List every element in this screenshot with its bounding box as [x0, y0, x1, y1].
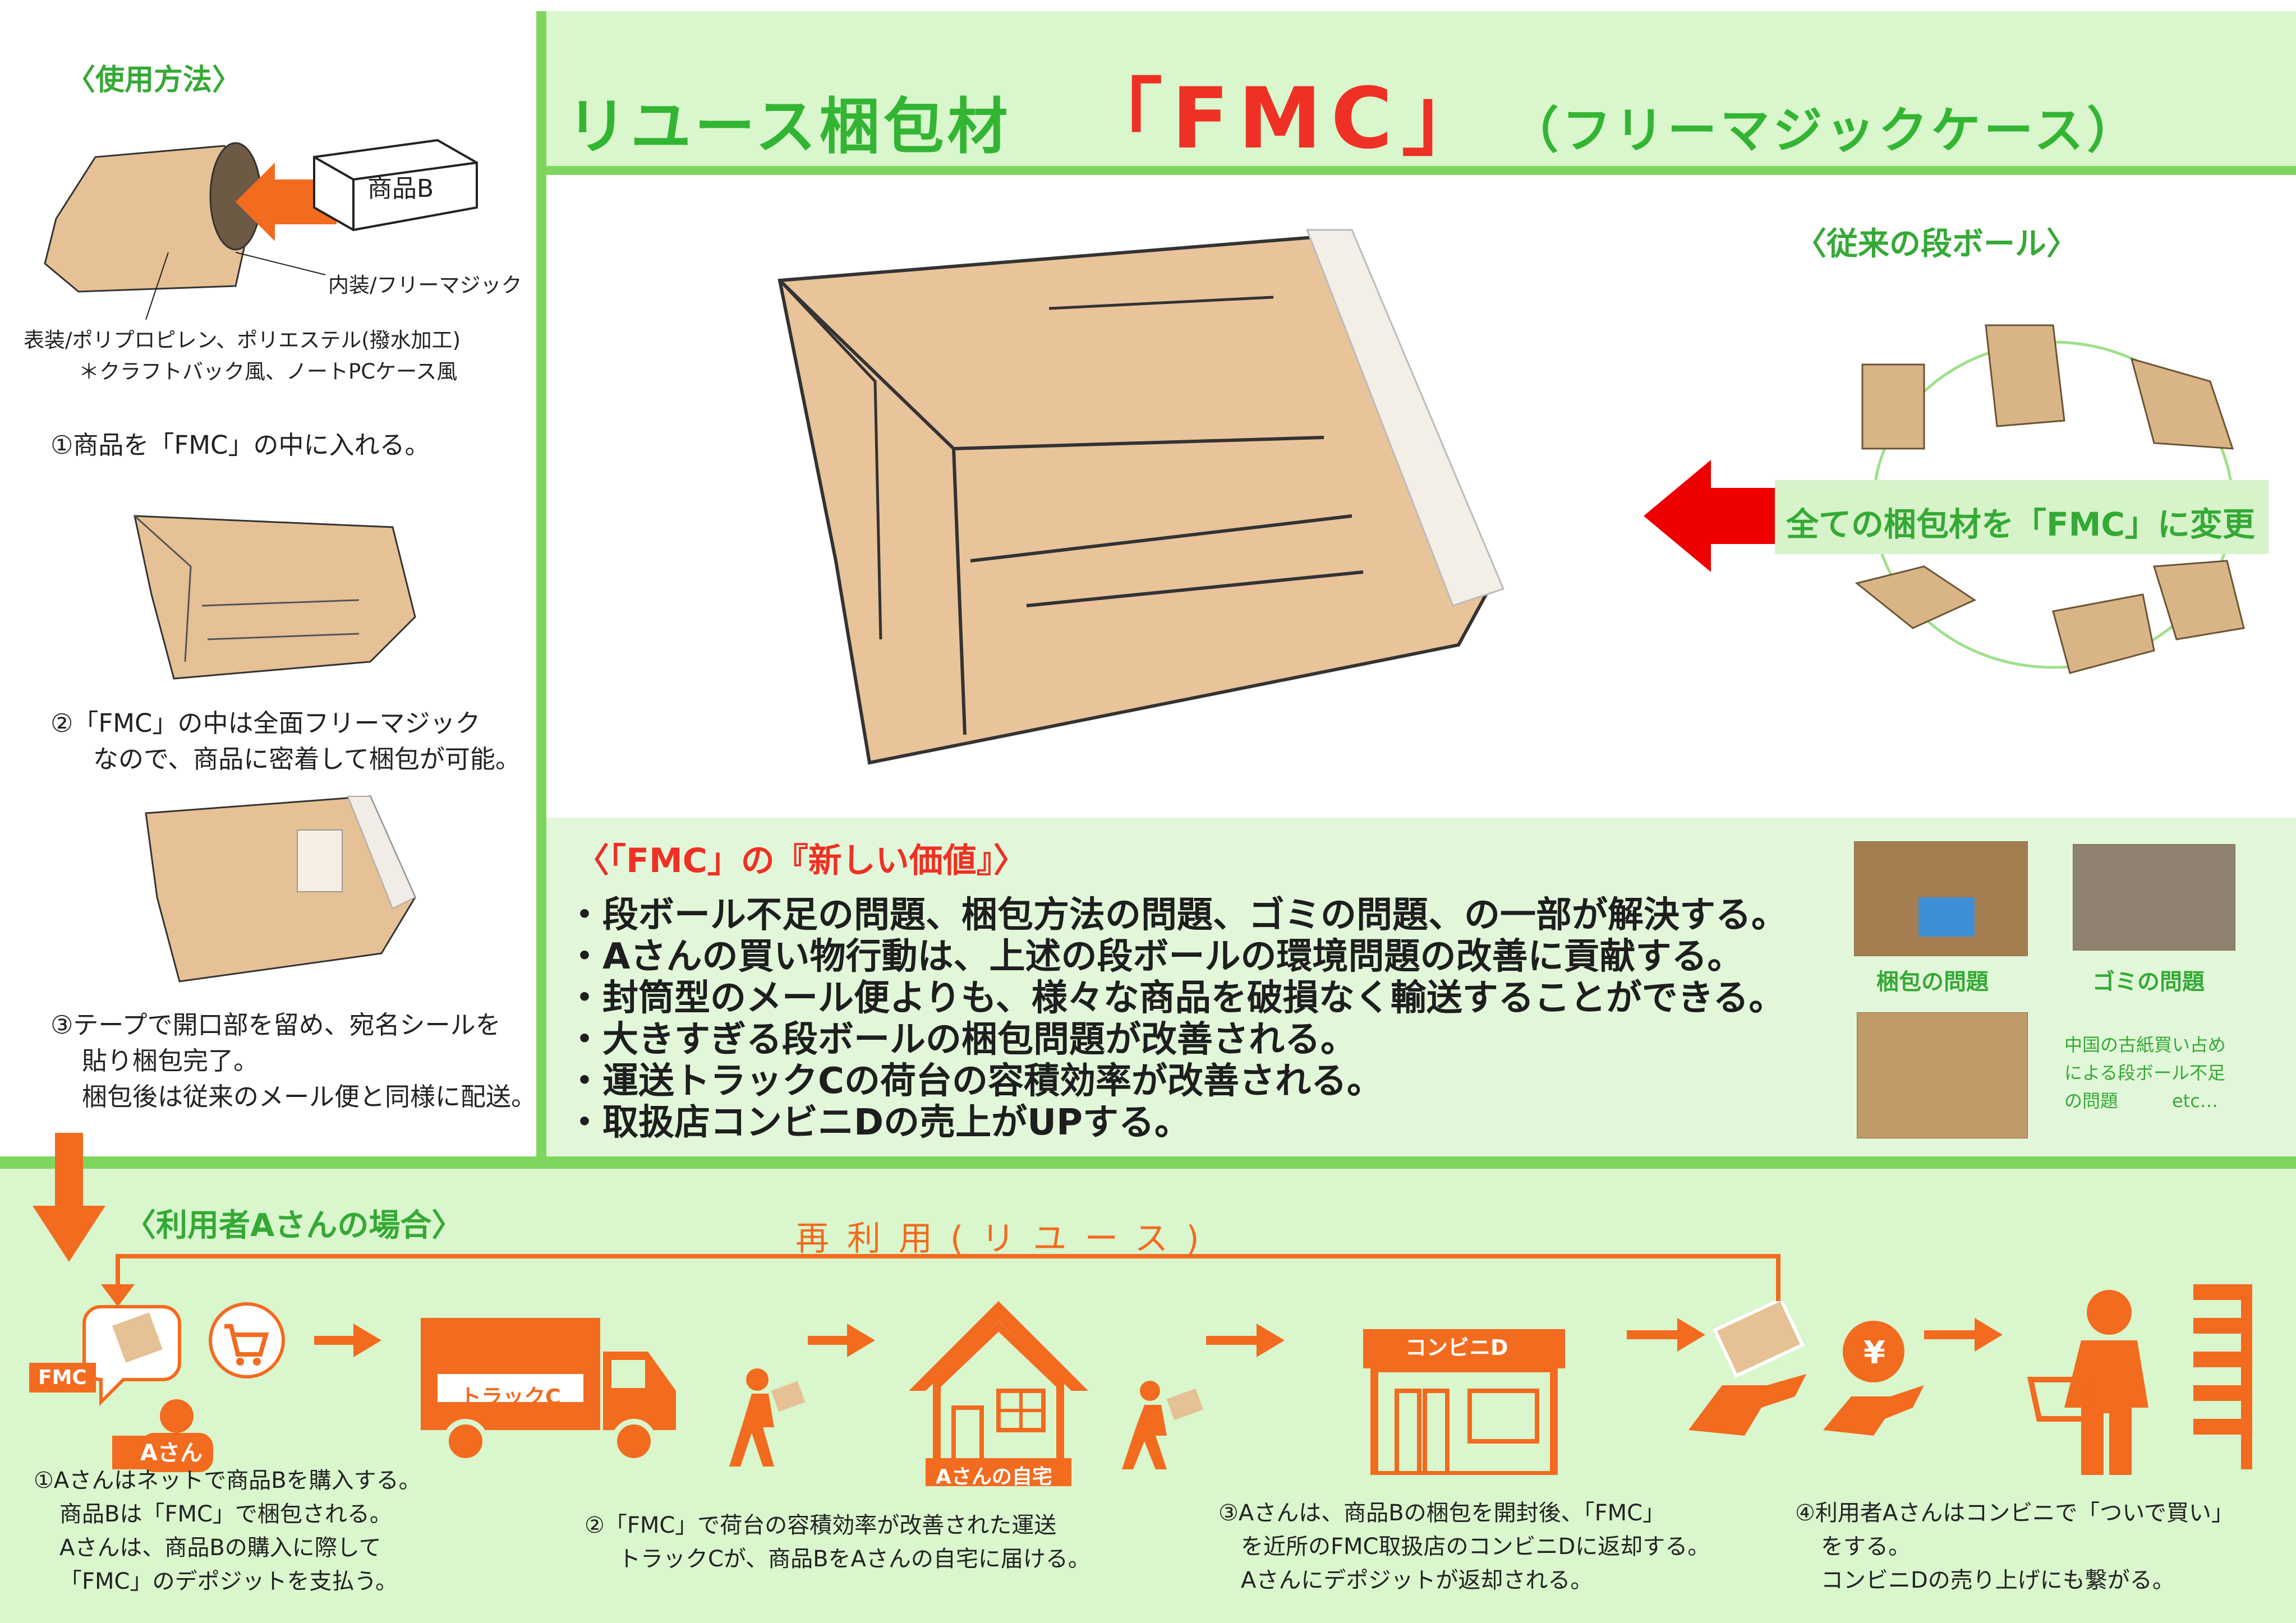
- truck-label: トラックC: [460, 1385, 561, 1409]
- store-label: コンビニD: [1405, 1335, 1508, 1360]
- address-label: [297, 829, 343, 892]
- packaging-problem-label: 梱包の問題: [1876, 969, 1989, 995]
- cart-icon: [224, 1324, 269, 1357]
- convenience-store-icon: [1363, 1329, 1565, 1475]
- outer-material-note: 表装/ポリプロピレン、ポリエステル(撥水加工): [24, 328, 461, 352]
- cardboard-shortage-note: 中国の古紙買い占め による段ボール不足 の問題 etc…: [2064, 1034, 2226, 1112]
- box-open-2: [2153, 560, 2245, 640]
- garbage-problem-label: ゴミの問題: [2092, 969, 2205, 995]
- truck-icon: [421, 1318, 676, 1464]
- usage-step-2: ②「FMC」の中は全面フリーマジック なので、商品に密着して梱包が可能。: [50, 708, 521, 774]
- flow-arrow-2: [808, 1324, 875, 1357]
- box-bag: [1985, 324, 2065, 427]
- basket-icon: [2027, 1377, 2096, 1422]
- down-arrow-icon: [33, 1133, 105, 1262]
- title-divider: [546, 166, 2296, 175]
- house-icon: [909, 1301, 1088, 1486]
- box-open-1: [2130, 357, 2234, 450]
- cart-bubble: [209, 1302, 285, 1378]
- usage-heading: 〈使用方法〉: [66, 63, 242, 97]
- gift-box-in-photo: [1918, 897, 1975, 937]
- garbage-problem-photo: [2073, 844, 2235, 951]
- change-label: 全ての梱包材を「FMC」に変更: [1786, 505, 2255, 543]
- value-heading: 〈「FMC」の『新しい価値』〉: [576, 841, 1027, 880]
- sealed-pouch-illustration: [134, 515, 416, 680]
- labeled-pouch-illustration: [145, 795, 416, 983]
- insert-arrow: [236, 163, 337, 241]
- flow-step-2: ②「FMC」で荷台の容積効率が改善された運送 トラックCが、商品BをAさんの自宅…: [585, 1513, 1091, 1572]
- page-title: リユース梱包材「FMC」 （フリーマジックケース）: [567, 50, 2139, 172]
- value-item: ・取扱店コンビニDの売上がUPする。: [567, 1102, 1190, 1144]
- usage-step-3: ③テープで開口部を留め、宛名シールを 貼り梱包完了。 梱包後は従来のメール便と同…: [50, 1010, 537, 1112]
- value-item: ・段ボール不足の問題、梱包方法の問題、ゴミの問題、の一部が解決する。: [567, 895, 1787, 936]
- usage-illustration: [44, 139, 478, 320]
- reuse-label: 再利用(リユース): [795, 1219, 1217, 1258]
- fmc-case-illustration: [777, 229, 1505, 765]
- cardboard-shortage-photo: [1857, 1012, 2028, 1138]
- flow-step-4: ④利用者Aさんはコンビニで「ついで買い」 をする。 コンビニDの売り上げにも繋が…: [1795, 1500, 2234, 1593]
- flow-step-1: ①Aさんはネットで商品Bを購入する。 商品Bは「FMC」で梱包される。 Aさんは…: [34, 1468, 421, 1594]
- hand-with-yen-icon: [1823, 1321, 1924, 1436]
- flow-heading: 〈利用者Aさんの場合〉: [125, 1207, 463, 1244]
- flow-step-3: ③Aさんは、商品Bの梱包を開封後、「FMC」 を近所のFMC取扱店のコンビニDに…: [1218, 1500, 1710, 1593]
- box-sleeve: [1855, 565, 1977, 629]
- change-label-bg: [1775, 480, 2269, 554]
- usage-step-1: ①商品を「FMC」の中に入れる。: [50, 430, 430, 460]
- value-item: ・大きすぎる段ボールの梱包問題が改善される。: [567, 1019, 1356, 1061]
- value-item: ・封筒型のメール便よりも、様々な商品を破損なく輸送することができる。: [567, 978, 1785, 1019]
- yen-symbol: ¥: [1864, 1335, 1885, 1371]
- returning-person-icon: [1122, 1381, 1204, 1469]
- box-envelope-1: [1861, 363, 1925, 450]
- reuse-loop-arrow: [101, 1254, 1780, 1307]
- hand-with-fmc-icon: [1688, 1301, 1806, 1436]
- fmc-tag: FMC: [29, 1363, 96, 1393]
- person-a-head: [160, 1399, 194, 1433]
- vertical-divider: [536, 11, 546, 1166]
- cardboard-cycle-illustration: [1855, 324, 2245, 674]
- shopper-icon: [2027, 1284, 2252, 1475]
- conventional-heading: 〈従来の段ボール〉: [1795, 226, 2078, 262]
- box-flat: [2052, 593, 2155, 674]
- value-item: ・運送トラックCの荷台の容積効率が改善される。: [567, 1061, 1383, 1102]
- title-banner: [546, 11, 2296, 174]
- person-a-illustration: [82, 1302, 285, 1472]
- horizontal-divider: [0, 1156, 2296, 1169]
- product-box-icon: [313, 139, 478, 232]
- title-suffix: （フリーマジックケース）: [1534, 102, 2140, 159]
- title-prefix: リユース梱包材: [567, 92, 1011, 162]
- value-item: ・Aさんの買い物行動は、上述の段ボールの環境問題の改善に貢献する。: [567, 936, 1743, 978]
- flow-arrow-3: [1206, 1324, 1285, 1357]
- flow-arrow-5: [1924, 1318, 2003, 1352]
- flow-arrow-1: [314, 1324, 381, 1357]
- flow-arrow-4: [1627, 1318, 1705, 1352]
- product-box-label: 商品B: [367, 174, 434, 203]
- style-note: ＊クラフトバック風、ノートPCケース風: [79, 359, 458, 384]
- title-brand: 「FMC」: [1078, 70, 1495, 168]
- person-a-label: Aさん: [140, 1440, 203, 1466]
- red-left-arrow: [1644, 460, 1784, 572]
- home-label: Aさんの自宅: [936, 1465, 1052, 1488]
- inner-material-note: 内装/フリーマジック: [328, 273, 522, 297]
- delivery-person-icon: [729, 1368, 806, 1467]
